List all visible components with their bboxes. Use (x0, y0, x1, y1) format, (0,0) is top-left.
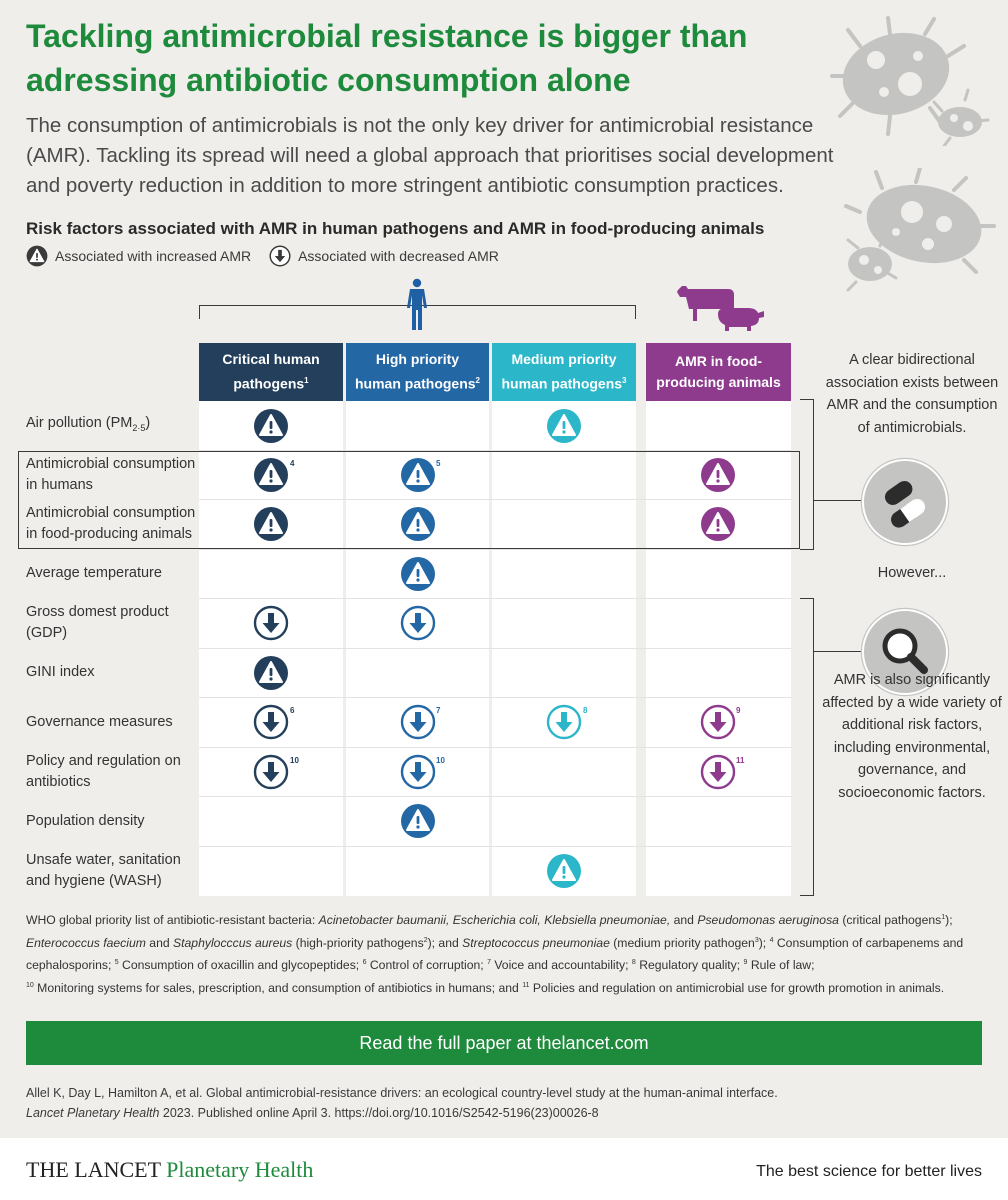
row-divider (199, 697, 791, 698)
row-label-policy: Policy and regulation on antibiotics (26, 752, 181, 790)
increased-amr-icon (253, 506, 289, 542)
increased-amr-icon (400, 457, 436, 493)
increased-amr-icon (400, 803, 436, 839)
lancet-logo: THE LANCET Planetary Health (26, 1157, 314, 1182)
footnote-line-1: WHO global priority list of antibiotic-r… (26, 913, 953, 928)
risk-factors-heading: Risk factors associated with AMR in huma… (26, 219, 765, 238)
human-icon (407, 278, 427, 330)
row-divider (199, 450, 791, 451)
footnote-marker: 4 (290, 459, 295, 468)
row-label-air-text: Air pollution (PM2·5) (26, 414, 151, 433)
increased-amr-icon (700, 506, 736, 542)
citation-line-1: Allel K, Day L, Hamilton A, et al. Globa… (26, 1086, 778, 1100)
bacteria-illustration-bottom (844, 168, 996, 292)
side-text-association: A clear bidirectional association exists… (825, 352, 999, 436)
increased-amr-icon (700, 457, 736, 493)
page-title: Tackling antimicrobial resistance is big… (26, 18, 748, 98)
row-divider (199, 499, 791, 500)
footnote-marker: 7 (436, 706, 441, 715)
footnote-marker: 5 (436, 459, 441, 468)
pills-icon (862, 459, 948, 545)
bacteria-illustration-top (830, 16, 990, 146)
side-connector (814, 500, 864, 502)
row-label-gini: GINI index (26, 664, 95, 680)
increased-amr-icon (400, 506, 436, 542)
column-header-high: High priority human pathogens2 (346, 343, 489, 401)
decreased-amr-icon (253, 605, 289, 641)
increased-amr-icon (546, 853, 582, 889)
legend-increased: Associated with increased AMR (26, 245, 251, 267)
legend-decreased-label: Associated with decreased AMR (298, 248, 499, 264)
legend-increased-label: Associated with increased AMR (55, 248, 252, 264)
footnote-line-3: cephalosporins; 5 Consumption of oxacill… (26, 958, 815, 973)
footnote-marker: 9 (736, 706, 741, 715)
row-label-temperature: Average temperature (26, 565, 162, 581)
column-header-animal: AMR in food-producing animals (646, 343, 791, 401)
footnote-marker: 10 (290, 756, 299, 765)
row-label-air-pollution: Air pollution (PM2·5) (26, 401, 198, 450)
row-label-consumption-animals: Antimicrobial consumption in food-produc… (26, 505, 196, 542)
row-label-wash: Unsafe water, sanitation and hygiene (WA… (26, 852, 181, 889)
row-label-consumption-humans: Antimicrobial consumption in humans (26, 455, 196, 493)
column-header-critical: Critical human pathogens1 (199, 343, 343, 401)
legend-decreased: Associated with decreased AMR (269, 245, 499, 267)
decreased-amr-icon (546, 704, 582, 740)
down-arrow-icon (269, 245, 291, 267)
decreased-amr-icon (400, 754, 436, 790)
increased-amr-icon (253, 408, 289, 444)
footnote-marker: 10 (436, 756, 445, 765)
row-divider (199, 846, 791, 847)
footnote-marker: 8 (583, 706, 588, 715)
row-divider (199, 549, 791, 550)
side-text-additional-factors: AMR is also significantly affected by a … (822, 672, 1002, 801)
column-header-medium: Medium priority human pathogens3 (492, 343, 636, 401)
tagline: The best science for better lives (756, 1163, 982, 1180)
citation-line-2: Lancet Planetary Health 2023. Published … (26, 1106, 599, 1120)
row-label-density: Population density (26, 812, 145, 829)
decreased-amr-icon (253, 754, 289, 790)
increased-amr-icon (546, 408, 582, 444)
side-connector (814, 651, 864, 653)
footnote-line-4: 10 Monitoring systems for sales, prescri… (26, 980, 945, 995)
page-subtitle: The consumption of antimicrobials is not… (26, 114, 834, 197)
increased-amr-icon (253, 655, 289, 691)
legend: Associated with increased AMR Associated… (26, 245, 499, 267)
row-label-governance: Governance measures (26, 713, 173, 730)
decreased-amr-icon (253, 704, 289, 740)
livestock-icon (677, 286, 764, 331)
citation: Allel K, Day L, Hamilton A, et al. Globa… (26, 1083, 778, 1123)
read-full-paper-button[interactable]: Read the full paper at thelancet.com (26, 1021, 982, 1065)
increased-amr-icon (253, 457, 289, 493)
column-header-medium-label: Medium priority human pathogens3 (501, 351, 627, 392)
row-divider (199, 598, 791, 599)
footnotes: WHO global priority list of antibiotic-r… (26, 908, 986, 998)
row-divider (199, 796, 791, 797)
column-header-high-label: High priority human pathogens2 (354, 351, 480, 392)
decreased-amr-icon (700, 754, 736, 790)
footnote-marker: 6 (290, 706, 295, 715)
row-divider (199, 747, 791, 748)
side-bracket-top (800, 399, 814, 550)
decreased-amr-icon (400, 605, 436, 641)
consumption-highlight-box (18, 451, 800, 549)
increased-amr-icon (400, 556, 436, 592)
row-divider (199, 648, 791, 649)
warning-icon (26, 245, 48, 267)
decreased-amr-icon (700, 704, 736, 740)
side-bracket-bottom (800, 598, 814, 896)
side-text-however: However... (877, 565, 947, 581)
column-header-animal-label: AMR in food-producing animals (656, 353, 781, 390)
row-label-gdp: Gross domest product (GDP) (26, 604, 169, 641)
footnote-marker: 11 (736, 756, 745, 765)
decreased-amr-icon (400, 704, 436, 740)
footer-bar (0, 1138, 1008, 1200)
footnote-line-2: Enterococcus faecium and Staphylocccus a… (26, 935, 964, 950)
magnifier-icon (862, 609, 948, 695)
column-header-critical-label: Critical human pathogens1 (222, 351, 320, 392)
